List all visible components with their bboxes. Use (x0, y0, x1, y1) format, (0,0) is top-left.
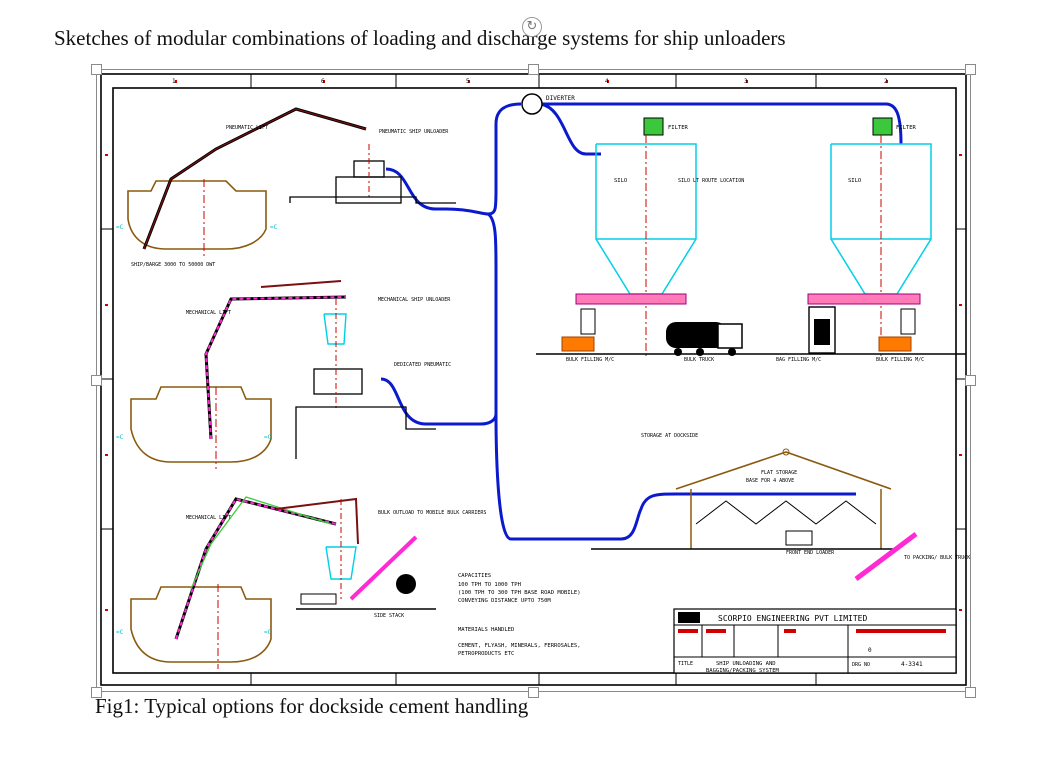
title-block: SCORPIO ENGINEERING PVT LIMITED TITLE SH… (673, 608, 957, 674)
flat-storage-shed: STORAGE AT DOCKSIDE FLAT STORAGE BASE FO… (591, 433, 970, 581)
pneumatic-lift-label: PNEUMATIC LIFT (226, 125, 268, 131)
document-heading: Sketches of modular combinations of load… (54, 26, 786, 50)
drawing-code: 4-3341 (901, 661, 923, 668)
title-line: SHIP UNLOADING AND (716, 661, 776, 667)
materials-line: PETROPRODUCTS ETC (458, 651, 514, 657)
mechanical-lift-label: MECHANICAL LIFT (186, 515, 231, 521)
notes: CAPACITIES 100 TPH TO 1000 TPH (100 TPH … (458, 573, 581, 657)
pneumatic-unloader-label: PNEUMATIC SHIP UNLOADER (379, 129, 449, 135)
border-number: 4 (605, 78, 609, 85)
flat-storage-sub-label: BASE FOR 4 ABOVE (746, 478, 794, 484)
ship-mechanical-bottom: =C =C MECHANICAL LIFT BULK OUTLOAD TO MO… (116, 496, 486, 669)
capacities-line: (100 TPH TO 300 TPH BASE ROAD MOBILE) (458, 590, 581, 596)
resize-handle-bottom-right[interactable] (965, 687, 976, 698)
border-number: 2 (884, 78, 888, 85)
border-number: 6 (321, 78, 325, 85)
border-numbers: 6 5 4 3 2 1 (172, 78, 888, 85)
filter-label: FILTER (896, 125, 917, 131)
border-number: 3 (744, 78, 748, 85)
capacities-title: CAPACITIES (458, 573, 491, 579)
materials-title: MATERIALS HANDLED (458, 627, 514, 633)
resize-handle-bottom-left[interactable] (91, 687, 102, 698)
resize-handle-top-right[interactable] (965, 64, 976, 75)
resize-handle-middle-right[interactable] (965, 375, 976, 386)
ship-mechanical: =C =C MECHANICAL LIFT MECHANICAL SHIP UN… (116, 280, 451, 469)
capacities-line: CONVEYING DISTANCE UPTO 750M (458, 598, 551, 604)
company-name: SCORPIO ENGINEERING PVT LIMITED (718, 614, 867, 623)
bulk-outload-label: BULK OUTLOAD TO MOBILE BULK CARRIERS (378, 510, 486, 516)
silo-label: SILO (848, 178, 861, 184)
diverter-valve-icon (521, 93, 543, 115)
border-markers (105, 80, 962, 611)
side-stack-truck-icon (396, 574, 416, 594)
silo-outputs: BULK FILLING M/C BULK TRUCK BAG FILLING … (536, 306, 966, 363)
silo-level-label: SILO LT ROUTE LOCATION (678, 178, 744, 184)
title-label: TITLE (678, 661, 693, 667)
svg-text:=C: =C (264, 434, 272, 441)
capacities-line: 100 TPH TO 1000 TPH (458, 582, 521, 588)
bulk-truck-icon (666, 322, 743, 356)
mechanical-unloader-label: MECHANICAL SHIP UNLOADER (378, 297, 451, 303)
sheet-inner-border (112, 87, 957, 674)
engineering-drawing: 6 5 4 3 2 1 DIVERTER FILTER SILO SILO LT… (100, 73, 970, 686)
border-tick-marks (101, 74, 966, 685)
to-packing-label: TO PACKING/ BULK TRUCK (904, 555, 970, 561)
dedicated-pneumatic-label: DEDICATED PNEUMATIC (394, 362, 451, 368)
revision-value: 0 (868, 647, 872, 654)
flat-storage-label: FLAT STORAGE (761, 470, 797, 476)
pneumatic-pipelines (380, 102, 903, 541)
bulk-filling-label: BULK FILLING M/C (566, 357, 614, 363)
figure-caption: Fig1: Typical options for dockside cemen… (95, 694, 529, 718)
silo-2: FILTER SILO (807, 117, 932, 359)
mechanical-lift-label: MECHANICAL LIFT (186, 310, 231, 316)
materials-line: CEMENT, FLYASH, MINERALS, FERROSALES, (458, 643, 581, 649)
border-number: 1 (172, 78, 176, 85)
svg-text:=C: =C (270, 224, 278, 231)
resize-handle-top-left[interactable] (91, 64, 102, 75)
silo-label: SILO (614, 178, 627, 184)
ship-barge-label: SHIP/BARGE 3000 TO 50000 DWT (131, 262, 215, 268)
resize-handle-middle-left[interactable] (91, 375, 102, 386)
ship-pneumatic: =C =C SHIP/BARGE 3000 TO 50000 DWT PNEUM… (116, 107, 456, 268)
rotate-handle-icon[interactable]: ↻ (522, 17, 542, 37)
svg-text:=C: =C (264, 629, 272, 636)
bulk-filling-label: BULK FILLING M/C (876, 357, 924, 363)
storage-dockside-label: STORAGE AT DOCKSIDE (641, 433, 698, 439)
side-stack-label: SIDE STACK (374, 613, 404, 619)
silo-1: FILTER SILO SILO LT ROUTE LOCATION (575, 117, 744, 359)
front-end-loader-label: FRONT END LOADER (786, 550, 835, 556)
svg-text:=C: =C (116, 434, 124, 441)
bulk-truck-label: BULK TRUCK (684, 357, 714, 363)
filter-label: FILTER (668, 125, 689, 131)
resize-handle-top-center[interactable] (528, 64, 539, 75)
svg-text:=C: =C (116, 224, 124, 231)
title-line: BAGGING/PACKING SYSTEM (706, 668, 780, 674)
bag-filling-label: BAG FILLING M/C (776, 357, 821, 363)
resize-handle-bottom-center[interactable] (528, 687, 539, 698)
drg-no-label: DRG NO (852, 662, 870, 668)
border-number: 5 (466, 78, 470, 85)
svg-text:=C: =C (116, 629, 124, 636)
diverter-label: DIVERTER (546, 95, 575, 102)
